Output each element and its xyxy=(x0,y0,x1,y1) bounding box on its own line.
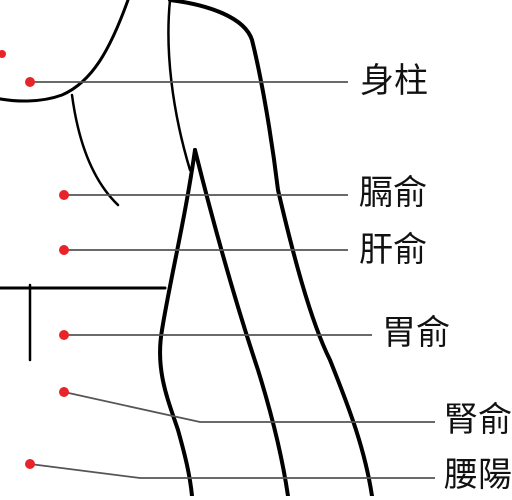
arm-outer-contour xyxy=(168,0,374,498)
shoulder-contour xyxy=(0,0,130,103)
acupoint-marker-edge xyxy=(0,50,6,58)
acupoint-label: 肝俞 xyxy=(359,230,427,270)
arm-inner-contour xyxy=(167,0,192,172)
acupoint-marker-3 xyxy=(59,330,69,340)
forearm-contour-right xyxy=(193,148,290,498)
acupoint-marker-4 xyxy=(59,387,69,397)
acupoint-marker-5 xyxy=(25,459,35,469)
acupoint-marker-0 xyxy=(25,77,35,87)
acupoint-label: 膈俞 xyxy=(359,173,427,213)
leader-line-4 xyxy=(63,391,435,423)
scapula-curve xyxy=(70,93,120,207)
acupoint-label: 身柱 xyxy=(360,61,428,101)
acupoint-marker-2 xyxy=(59,245,69,255)
leader-line-5 xyxy=(29,463,435,479)
acupoint-label: 腰陽 xyxy=(444,455,512,495)
forearm-contour-left xyxy=(158,148,197,498)
acupoint-label: 腎俞 xyxy=(444,400,512,440)
acupoint-label: 胃俞 xyxy=(382,313,450,353)
acupoint-marker-1 xyxy=(59,190,69,200)
